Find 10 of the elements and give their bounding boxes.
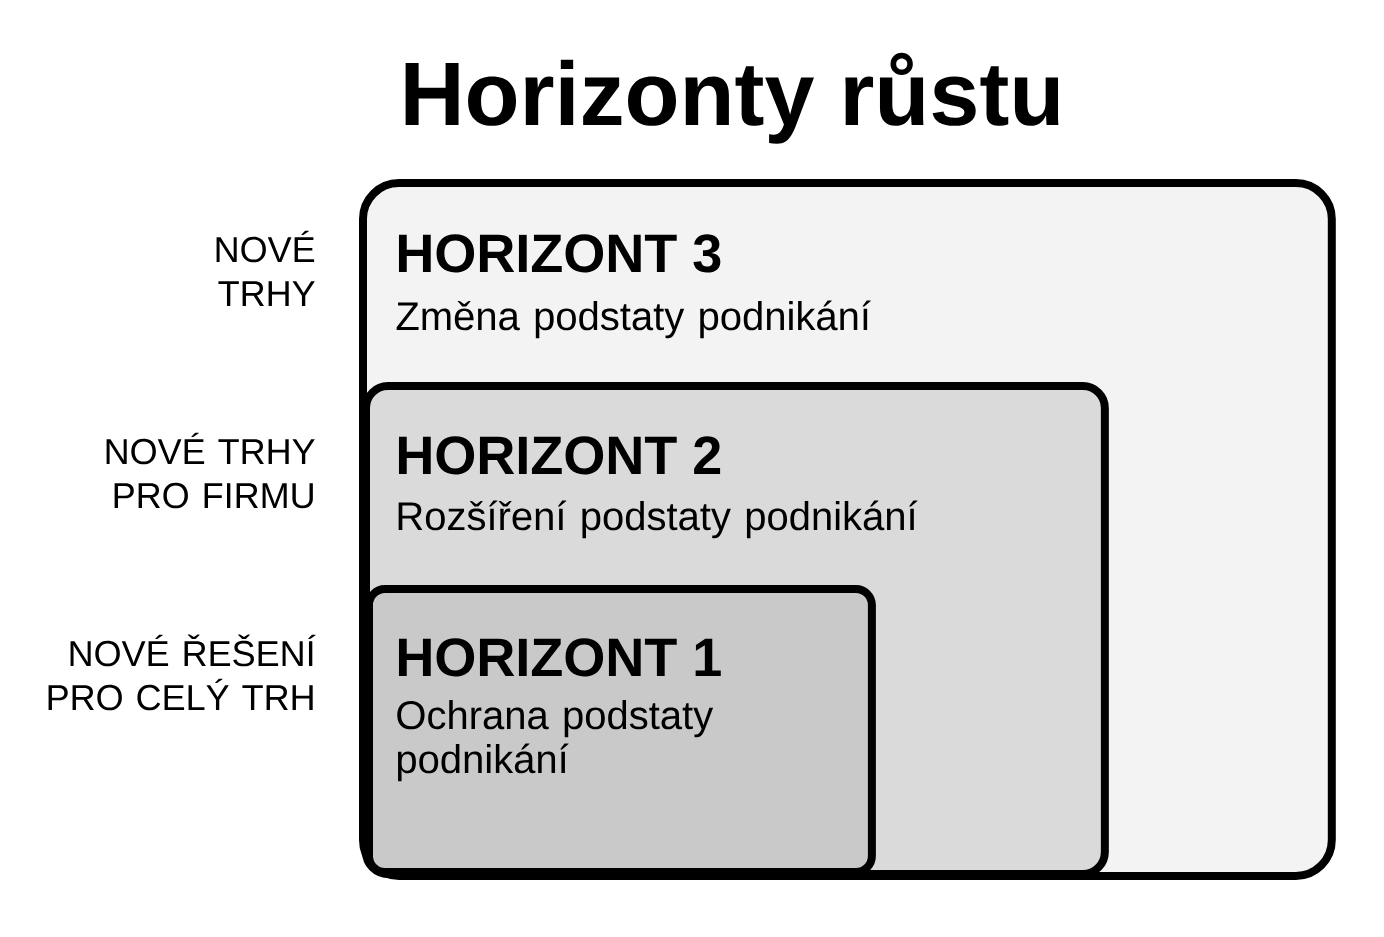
horizon-heading: HORIZONT 1 bbox=[398, 638, 721, 677]
horizon-heading: HORIZONT 3 bbox=[398, 234, 721, 273]
title: Horizonty růstu bbox=[405, 52, 1059, 144]
horizon-heading: HORIZONT 2 bbox=[398, 436, 721, 475]
side-label: NOVÉ TRHY PRO FIRMU bbox=[106, 432, 315, 509]
side-label: NOVÉ TRHY bbox=[216, 230, 315, 306]
side-label: NOVÉ ŘEŠENÍ PRO CELÝ TRH bbox=[48, 634, 316, 711]
horizon-description: Ochrana podstaty podnikání bbox=[397, 700, 714, 782]
horizon-description: Změna podstaty podnikání bbox=[396, 300, 871, 339]
horizon-description: Rozšíření podstaty podnikání bbox=[398, 500, 918, 539]
